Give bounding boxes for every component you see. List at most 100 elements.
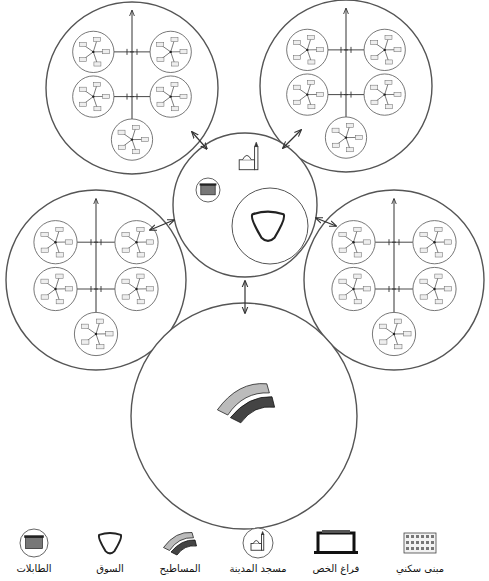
house-symbol bbox=[332, 128, 339, 132]
house-symbol bbox=[56, 300, 63, 304]
house-symbol bbox=[444, 240, 451, 244]
house-symbol bbox=[354, 300, 361, 304]
legend-label: مبنى سكني bbox=[396, 563, 444, 575]
cluster-centre bbox=[384, 49, 386, 51]
main-street bbox=[132, 11, 133, 119]
house-symbol bbox=[420, 295, 427, 299]
housing-group-circle bbox=[115, 267, 158, 310]
housing-group-circle bbox=[287, 74, 328, 115]
cluster-centre bbox=[433, 241, 435, 243]
legend-label: السوق bbox=[96, 563, 124, 575]
cluster-centre bbox=[92, 51, 94, 53]
housing-group-circle bbox=[325, 117, 366, 158]
building-window bbox=[406, 547, 409, 550]
housing-group-circle bbox=[413, 267, 456, 310]
house-symbol bbox=[339, 232, 346, 236]
building-window bbox=[421, 541, 424, 544]
housing-group-circle bbox=[34, 267, 77, 310]
house-symbol bbox=[339, 279, 346, 283]
house-symbol bbox=[82, 340, 89, 344]
housing-group-circle bbox=[150, 76, 191, 117]
cluster-centre bbox=[352, 288, 354, 290]
cluster-centre bbox=[135, 241, 137, 243]
market-shape bbox=[99, 533, 121, 553]
building-window bbox=[426, 541, 429, 544]
house-symbol bbox=[308, 105, 315, 109]
building-window bbox=[431, 541, 434, 544]
building-window bbox=[426, 547, 429, 550]
building-window bbox=[421, 547, 424, 550]
cluster-centre bbox=[170, 51, 172, 53]
housing-group-circle bbox=[332, 221, 375, 264]
side-street-tick bbox=[389, 286, 390, 292]
side-street-tick bbox=[127, 94, 128, 100]
mosque-hall bbox=[239, 160, 254, 170]
building-window bbox=[406, 541, 409, 544]
building-window bbox=[411, 547, 414, 550]
cluster-centre bbox=[92, 95, 94, 97]
house-symbol bbox=[371, 40, 378, 44]
house-symbol bbox=[94, 82, 101, 86]
house-symbol bbox=[371, 85, 378, 89]
house-symbol bbox=[103, 50, 110, 54]
cluster-centre bbox=[384, 93, 386, 95]
house-symbol bbox=[137, 274, 144, 278]
house-symbol bbox=[171, 82, 178, 86]
khass-icon bbox=[318, 533, 354, 553]
house-symbol bbox=[435, 227, 442, 231]
house-symbol bbox=[371, 55, 378, 59]
legend-label: مسجد المدينة bbox=[229, 563, 286, 575]
house-symbol bbox=[122, 279, 129, 283]
market-circle bbox=[232, 188, 308, 264]
house-symbol bbox=[157, 102, 164, 106]
house-symbol bbox=[371, 100, 378, 104]
housing-group-circle bbox=[364, 29, 405, 70]
house-symbol bbox=[394, 319, 401, 323]
house-symbol bbox=[435, 300, 442, 304]
cluster-centre bbox=[95, 333, 97, 335]
cluster-centre bbox=[306, 93, 308, 95]
tablat-circle bbox=[196, 178, 220, 202]
house-symbol bbox=[385, 36, 392, 40]
building-window bbox=[406, 535, 409, 538]
house-symbol bbox=[355, 135, 362, 139]
house-symbol bbox=[81, 324, 88, 328]
tablat-building bbox=[201, 185, 215, 195]
cluster-centre bbox=[433, 288, 435, 290]
house-symbol bbox=[118, 130, 125, 134]
khass-roof bbox=[322, 530, 350, 533]
building-window bbox=[411, 535, 414, 538]
house-symbol bbox=[79, 42, 86, 46]
house-symbol bbox=[137, 227, 144, 231]
house-symbol bbox=[157, 87, 164, 91]
house-symbol bbox=[339, 248, 346, 252]
house-symbol bbox=[122, 232, 129, 236]
connection-arrow bbox=[192, 132, 207, 149]
legend-label: الطابلات bbox=[16, 563, 51, 575]
house-symbol bbox=[157, 42, 164, 46]
mosque-dome bbox=[253, 541, 259, 544]
side-street bbox=[94, 289, 115, 290]
mosque-legend-circle bbox=[243, 528, 273, 558]
building-window bbox=[421, 535, 424, 538]
house-symbol bbox=[141, 137, 148, 141]
cluster-centre bbox=[345, 136, 347, 138]
house-symbol bbox=[122, 248, 129, 252]
house-symbol bbox=[80, 102, 87, 106]
house-symbol bbox=[444, 287, 451, 291]
house-symbol bbox=[294, 100, 301, 104]
house-symbol bbox=[65, 287, 72, 291]
cluster-centre bbox=[306, 49, 308, 51]
cluster-centre bbox=[170, 95, 172, 97]
building-window bbox=[431, 535, 434, 538]
house-symbol bbox=[385, 60, 392, 64]
house-symbol bbox=[317, 48, 324, 52]
housing-group-circle bbox=[111, 119, 152, 160]
house-symbol bbox=[80, 57, 87, 61]
house-symbol bbox=[56, 227, 63, 231]
mosque-dome bbox=[243, 155, 252, 159]
side-street bbox=[392, 242, 413, 243]
tablat-building bbox=[26, 537, 43, 548]
main-street bbox=[394, 199, 395, 312]
